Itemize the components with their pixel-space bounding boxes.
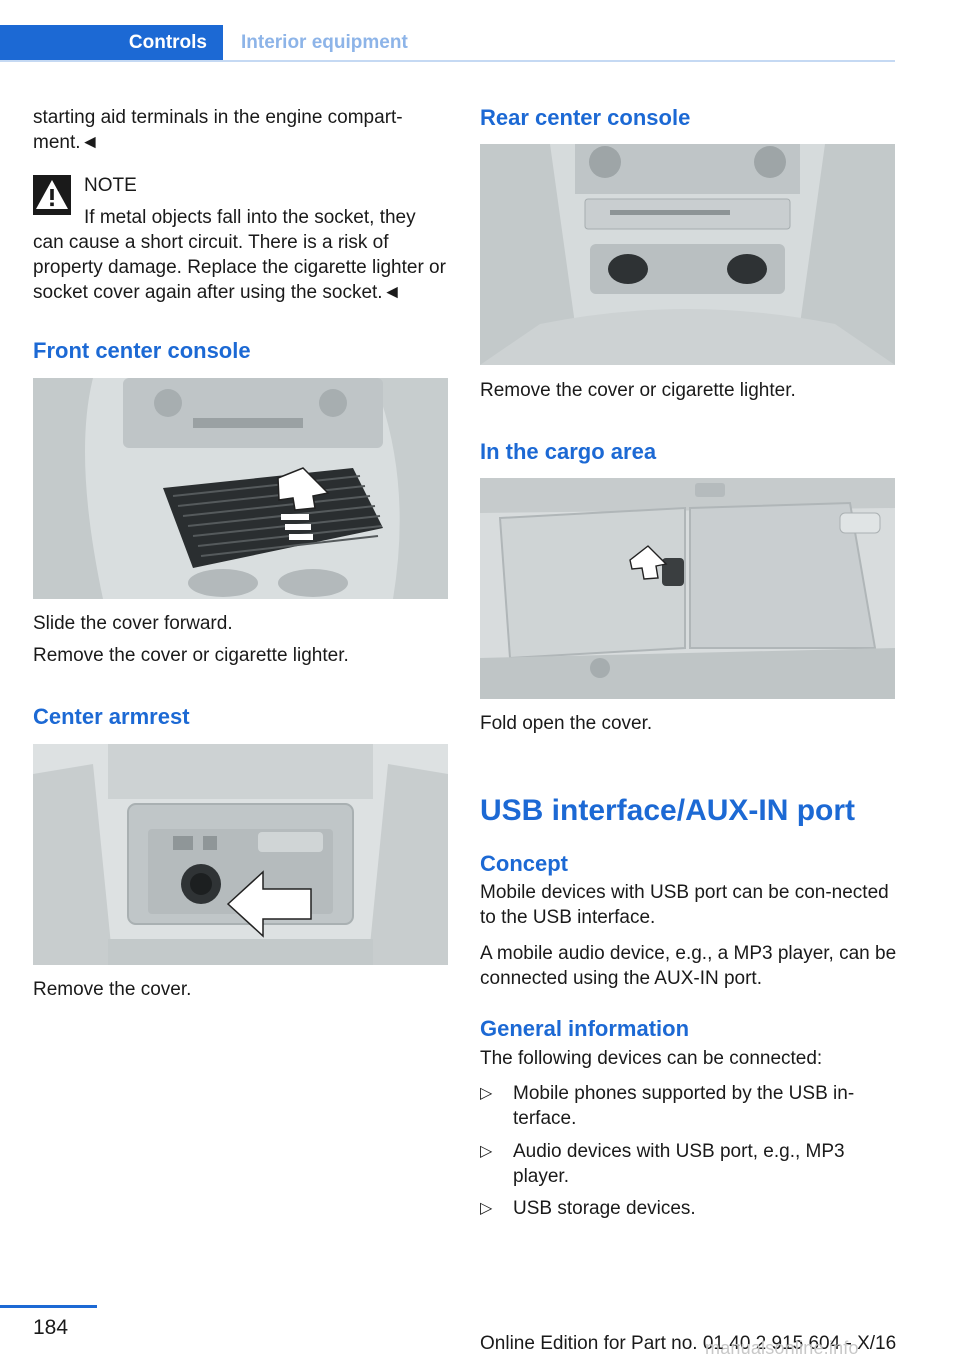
cargo-area-photo: [480, 478, 895, 699]
concept-heading: Concept: [480, 851, 568, 876]
front-console-heading: Front center console: [33, 338, 251, 363]
triangle-bullet-icon: ▷: [480, 1143, 493, 1160]
concept-paragraph-2: A mobile audio device, e.g., a MP3 playe…: [480, 943, 897, 989]
header-divider: [0, 60, 895, 62]
tab-controls[interactable]: Controls: [0, 25, 223, 60]
list-item-text: Audio devices with USB port, e.g., MP3 p…: [513, 1141, 845, 1187]
front-step-2: Remove the cover or cigarette lighter.: [33, 645, 349, 666]
cargo-step: Fold open the cover.: [480, 713, 653, 734]
warning-triangle-icon: [33, 175, 71, 215]
tab-interior-equipment[interactable]: Interior equipment: [241, 31, 408, 53]
list-item-text: Mobile phones supported by the USB in-te…: [513, 1083, 855, 1129]
edition-text: Online Edition for Part no. 01 40 2 915 …: [480, 1333, 897, 1354]
list-item-text: USB storage devices.: [513, 1198, 696, 1219]
front-console-photo: [33, 378, 448, 599]
note-body: can cause a short circuit. There is a ri…: [33, 232, 446, 303]
general-information-heading: General information: [480, 1016, 690, 1041]
rear-console-heading: Rear center console: [480, 105, 691, 130]
note-first-line: If metal objects fall into the socket, t…: [84, 207, 416, 228]
list-item: ▷ Mobile phones supported by the USB in-…: [480, 1081, 895, 1131]
page-header: Controls Interior equipment: [0, 25, 895, 62]
concept-paragraph-1: Mobile devices with USB port can be con-…: [480, 882, 889, 928]
armrest-photo: [33, 744, 448, 965]
general-intro: The following devices can be connected:: [480, 1048, 823, 1069]
footer-accent-bar: [0, 1305, 97, 1308]
list-item: ▷ USB storage devices.: [480, 1196, 895, 1221]
center-armrest-heading: Center armrest: [33, 704, 190, 729]
note-label: NOTE: [84, 175, 137, 196]
list-item: ▷ Audio devices with USB port, e.g., MP3…: [480, 1139, 895, 1189]
cargo-area-heading: In the cargo area: [480, 439, 657, 464]
rear-step: Remove the cover or cigarette lighter.: [480, 380, 796, 401]
rear-console-photo: [480, 144, 895, 365]
watermark: manualsonline.info: [705, 1338, 859, 1358]
triangle-bullet-icon: ▷: [480, 1085, 493, 1102]
armrest-step: Remove the cover.: [33, 979, 192, 1000]
front-step-1: Slide the cover forward.: [33, 613, 233, 634]
intro-text: starting aid terminals in the engine com…: [33, 107, 403, 153]
triangle-bullet-icon: ▷: [480, 1200, 493, 1217]
usb-interface-heading: USB interface/AUX-IN port: [480, 794, 856, 827]
page-number: 184: [33, 1316, 69, 1339]
